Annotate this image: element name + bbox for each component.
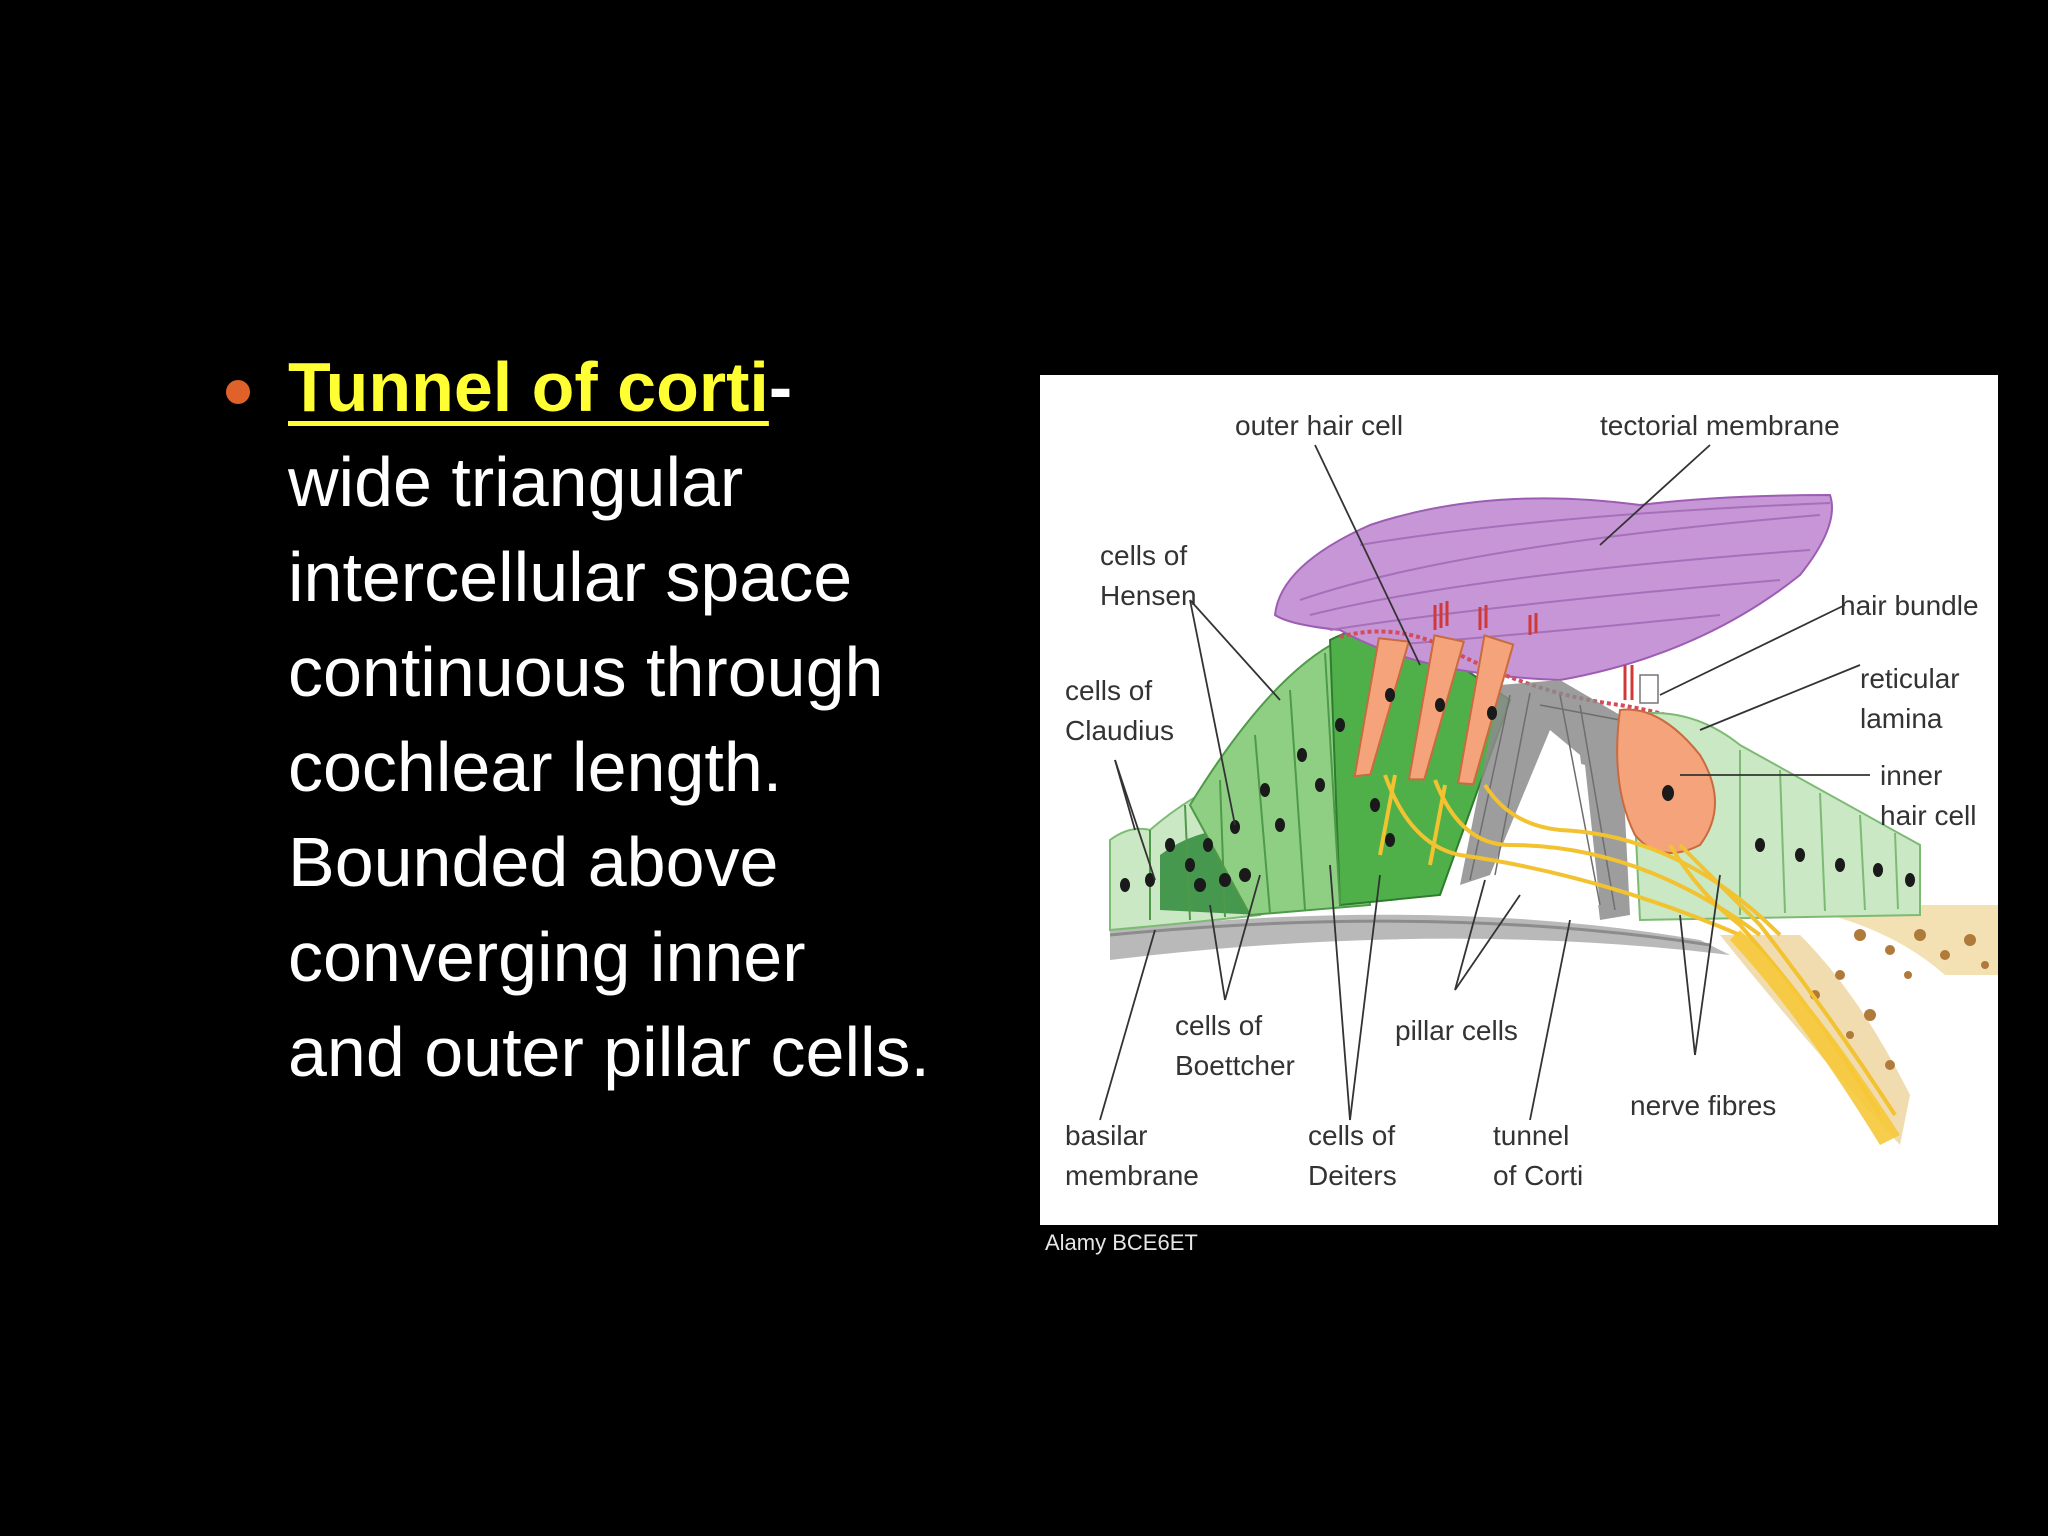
tunnel-of-corti [1485, 755, 1600, 905]
label-cells-of-deiters: Deiters [1308, 1160, 1397, 1191]
cell-outlines [1149, 652, 1341, 921]
label-cells-of-deiters: cells of [1308, 1120, 1395, 1151]
bullet-dash: - [768, 348, 793, 426]
hair-bundles [1433, 601, 1634, 700]
label-tectorial-membrane: tectorial membrane [1600, 410, 1840, 441]
leader-lines [1099, 444, 1870, 1121]
tectorial-membrane [1273, 493, 1833, 682]
cell-nuclei [1120, 718, 1395, 892]
bullet-line: Bounded above [288, 823, 779, 901]
label-cells-of-hensen: Hensen [1100, 580, 1197, 611]
bullet-line: converging inner [288, 918, 806, 996]
label-cells-of-boettcher: cells of [1175, 1010, 1262, 1041]
bullet-dot-icon [226, 380, 250, 404]
tectorial-fibres [1299, 502, 1831, 646]
label-inner-hair-cell: inner [1880, 760, 1942, 791]
label-cells-of-claudius: Claudius [1065, 715, 1174, 746]
label-hair-bundle: hair bundle [1840, 590, 1979, 621]
label-cells-of-boettcher: Boettcher [1175, 1050, 1295, 1081]
bullet-line: intercellular space [288, 538, 853, 616]
label-pillar-cells: pillar cells [1395, 1015, 1518, 1046]
spiral-lamina-bone [1730, 905, 1998, 975]
hair-bundle-marker [1639, 674, 1659, 704]
pillar-cells [1460, 680, 1630, 920]
outer-hair-cell-nuclei [1385, 688, 1497, 720]
label-cells-of-hensen: cells of [1100, 540, 1187, 571]
label-outer-hair-cell: outer hair cell [1235, 410, 1403, 441]
bullet-line: cochlear length. [288, 728, 783, 806]
bullet-text: Tunnel of corti- wide triangular interce… [288, 340, 1088, 1100]
bullet-heading: Tunnel of corti [288, 348, 769, 426]
bullet-line: and outer pillar cells. [288, 1013, 930, 1091]
inner-hair-cell [1616, 708, 1716, 854]
bullet-line: wide triangular [288, 443, 744, 521]
label-tunnel-of-corti: tunnel [1493, 1120, 1569, 1151]
label-reticular-lamina: reticular [1860, 663, 1960, 694]
label-reticular-lamina: lamina [1860, 703, 1943, 734]
basilar-membrane [1110, 914, 1730, 960]
label-cells-of-claudius: cells of [1065, 675, 1152, 706]
image-credit: Alamy BCE6ET [1045, 1230, 1198, 1255]
bullet-line: continuous through [288, 633, 884, 711]
label-tunnel-of-corti: of Corti [1493, 1160, 1583, 1191]
bullet-first-line: Tunnel of corti- [288, 340, 1088, 435]
label-nerve-fibres: nerve fibres [1630, 1090, 1776, 1121]
nerve-fibres [1378, 774, 1897, 1117]
label-inner-hair-cell: hair cell [1880, 800, 1976, 831]
label-basilar-membrane: basilar [1065, 1120, 1147, 1151]
label-basilar-membrane: membrane [1065, 1160, 1199, 1191]
organ-of-corti-diagram: outer hair cell tectorial membrane cells… [1040, 375, 1998, 1225]
